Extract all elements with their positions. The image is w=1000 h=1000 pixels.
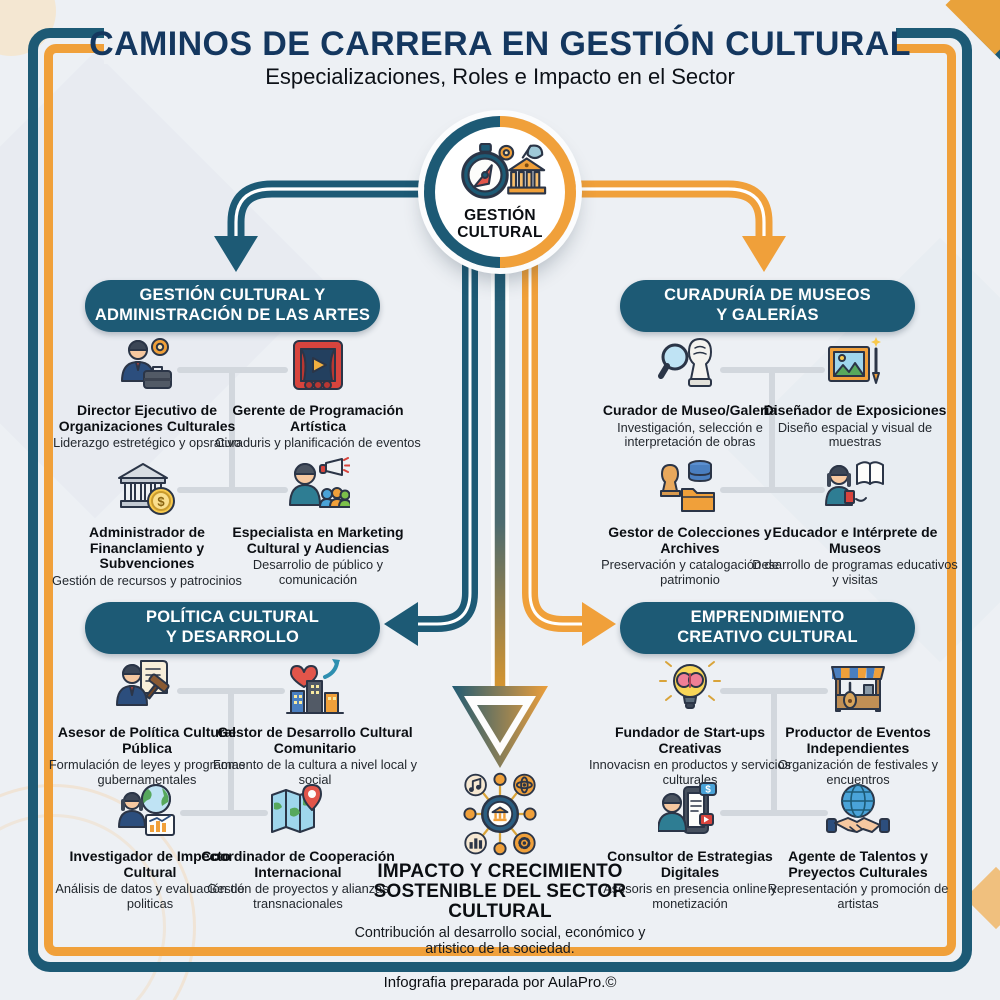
role-name: Agente de Talentos y Preyectos Culturale… (788, 848, 928, 880)
curador-icon (585, 334, 795, 400)
section-header-politica: POLÍTICA CULTURAL Y DESARROLLO (85, 602, 380, 654)
role-card: $ Administrador de Financlamiento y Subv… (42, 456, 252, 589)
section-title-line: CURADURÍA DE MUSEOS (664, 286, 871, 305)
role-card: Gestor de Colecciones y Archives Preserv… (585, 456, 795, 588)
role-name: Gerente de Programación Artística (232, 402, 404, 434)
role-name: Diseñador de Exposiciones (763, 402, 947, 418)
section-title-line: Y GALERÍAS (716, 306, 819, 324)
impact-title: IMPACTO Y CRECIMIENTO SOSTENIBLE DEL SEC… (373, 861, 627, 923)
marketing-icon (213, 456, 423, 522)
role-card: Coordinador de Cooperación Internacional… (193, 780, 403, 912)
investigador-icon (45, 780, 255, 846)
role-desc: Gestión de recursos y patrocinios (52, 573, 242, 589)
role-card: Gerente de Programación Artística Curadu… (213, 334, 423, 451)
role-desc: Representación y promoción de artistas (767, 881, 949, 912)
arrow-mid-right (522, 242, 616, 646)
desarrollo-icon (210, 656, 420, 722)
role-name: Coordinador de Cooperación Internacional (201, 848, 395, 880)
impact-desc: Contribución al desarrollo social, econó… (354, 925, 646, 958)
director-icon (42, 334, 252, 400)
disenador-icon (750, 334, 960, 400)
role-name: Gestor de Desarrollo Cultural Comunitari… (217, 724, 413, 756)
role-card: Investigador de Impecto Cultural Análisi… (45, 780, 255, 912)
arrow-top-left (214, 180, 464, 272)
section-title-line: Y DESARROLLO (165, 628, 300, 646)
role-desc: Curaduris y planificación de eventos (215, 435, 421, 451)
central-node-label-line1: GESTIÓN (464, 207, 536, 225)
role-card: Fundador de Start-ups Creativas Innovaci… (585, 656, 795, 788)
role-name: Asesor de Política Cultural Pública (57, 724, 237, 756)
compass-museum-icon (453, 142, 547, 208)
role-card: Educador e Intérprete de Museos Desarrol… (750, 456, 960, 588)
role-desc: Preservación y catalogación de patrimoni… (601, 557, 779, 588)
asesor-icon (42, 656, 252, 722)
section-header-gestion-artes: GESTIÓN CULTURAL Y ADMINISTRACIÓN DE LAS… (85, 280, 380, 332)
section-title-line: EMPRENDIMIENTO (690, 608, 845, 627)
title-background (104, 18, 896, 64)
role-desc: Análisis de datos y evaluación de politi… (55, 881, 245, 912)
connector-lines (177, 367, 828, 816)
role-name: Director Ejecutivo de Organizaciones Cul… (58, 402, 236, 434)
role-card: Agente de Talentos y Preyectos Culturale… (753, 780, 963, 912)
role-desc: Diseño espacial y visual de muestras (777, 419, 933, 450)
fundador-icon (585, 656, 795, 722)
role-card: Gestor de Desarrollo Cultural Comunitari… (210, 656, 420, 788)
productor-icon (753, 656, 963, 722)
role-card: Curador de Museo/Galería Investigación, … (585, 334, 795, 450)
central-node-face: GESTIÓN CULTURAL (435, 127, 565, 257)
role-name: Administrador de Financlamiento y Subven… (89, 524, 205, 572)
role-desc: Desarrolio de público y comunicación (252, 557, 384, 588)
role-card: Especialista en Marketing Cultural y Aud… (213, 456, 423, 588)
section-header-emprendimiento: EMPRENDIMIENTO CREATIVO CULTURAL (620, 602, 915, 654)
role-name: Investigador de Impecto Cultural (69, 848, 231, 880)
role-name: Curador de Museo/Galería (602, 402, 778, 418)
svg-text:$: $ (157, 494, 165, 509)
role-card: $ Consultor de Estrategias Digitales Ase… (585, 780, 795, 912)
section-title-line: POLÍTICA CULTURAL (146, 608, 319, 627)
cooperacion-icon (193, 780, 403, 846)
consultor-icon: $ (585, 780, 795, 846)
role-card: Asesor de Política Cultural Pública Form… (42, 656, 252, 788)
page-subtitle: Especializaciones, Roles e Impacto en el… (265, 64, 735, 89)
role-desc: Fomento de la cultura a nivel local y so… (212, 757, 418, 788)
role-name: Gestor de Colecciones y Archives (608, 524, 772, 556)
role-name: Educador e Intérprete de Museos (772, 524, 938, 556)
colecciones-icon (585, 456, 795, 522)
role-desc: Desarrollo de programas educativos y vis… (752, 557, 958, 588)
role-card: Productor de Eventos Independientes Orga… (753, 656, 963, 788)
role-name: Especialista en Marketing Cultural y Aud… (232, 524, 404, 556)
section-header-curaduria: CURADURÍA DE MUSEOS Y GALERÍAS (620, 280, 915, 332)
agente-icon (753, 780, 963, 846)
page-title: CAMINOS DE CARRERA EN GESTIÓN CULTURAL (89, 25, 911, 63)
role-name: Productor de Eventos Independientes (785, 724, 931, 756)
arrow-top-right (536, 180, 786, 272)
role-card: Director Ejecutivo de Organizaciones Cul… (42, 334, 252, 451)
svg-text:$: $ (705, 785, 711, 796)
role-desc: Asesoris en presencia online y monetizac… (603, 881, 777, 912)
arrow-center-down (452, 250, 548, 768)
central-node-label-line2: CULTURAL (457, 224, 543, 241)
network-gear-icon (352, 768, 648, 860)
role-desc: Formulación de leyes y programas guberna… (48, 757, 246, 788)
role-name: Consultor de Estrategias Digitales (607, 848, 773, 880)
role-card: Diseñador de Exposiciones Diseño espacia… (750, 334, 960, 450)
section-title-line: GESTIÓN CULTURAL Y (139, 286, 326, 305)
role-desc: Liderazgo estretégico y opsrativo (53, 435, 241, 451)
footer-credit: Infografia preparada por AulaPro.© (383, 974, 617, 991)
role-name: Fundador de Start-ups Creativas (614, 724, 766, 756)
role-desc: Gestión de proyectos y alianzas transnac… (207, 881, 389, 912)
programacion-icon (213, 334, 423, 400)
arrow-mid-left (384, 242, 478, 646)
central-node: GESTIÓN CULTURAL (424, 116, 576, 268)
impact-node: IMPACTO Y CRECIMIENTO SOSTENIBLE DEL SEC… (352, 768, 648, 957)
role-desc: Investigación, selección e interpretació… (617, 419, 763, 450)
section-title-line: ADMINISTRACIÓN DE LAS ARTES (94, 306, 371, 324)
educador-icon (750, 456, 960, 522)
role-desc: Organización de festivales y encuentros (777, 757, 939, 788)
section-title-line: CREATIVO CULTURAL (677, 628, 858, 646)
financiamiento-icon: $ (42, 456, 252, 522)
